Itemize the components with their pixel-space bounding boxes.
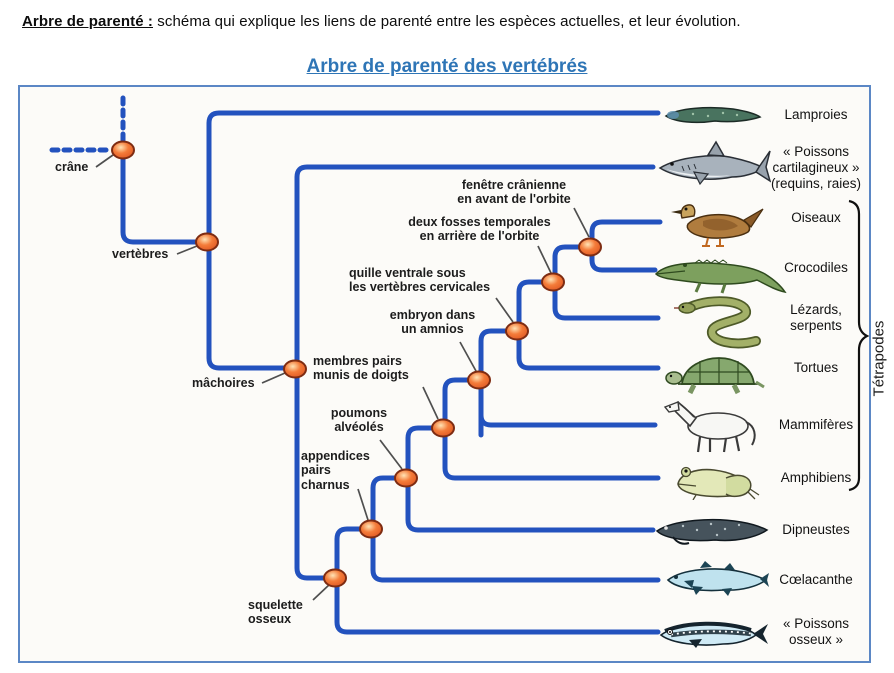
species-label-poissons-cartilagineux: « Poissons cartilagineux » (requins, rai… — [770, 144, 862, 192]
innovation-label-membres-pairs: membres pairs munis de doigts — [313, 354, 409, 383]
innovation-label-fenetre-cranienne: fenêtre crânienne en avant de l'orbite — [457, 178, 571, 207]
innovation-label-squelette-osseux: squelette osseux — [248, 598, 303, 627]
bonyfish-image — [659, 621, 768, 648]
species-label-dipneustes: Dipneustes — [782, 522, 850, 537]
snake-image — [674, 296, 761, 349]
innovation-label-appendices-pairs: appendices pairs charnus — [301, 449, 370, 492]
innovation-label-vertebres: vertèbres — [112, 247, 169, 261]
lamprey-image — [664, 106, 762, 124]
shark-image — [658, 140, 771, 186]
species-label-lamproies: Lamproies — [784, 107, 848, 122]
frog-image — [677, 466, 760, 500]
species-label-amphibiens: Amphibiens — [780, 470, 852, 485]
species-label-crocodiles: Crocodiles — [784, 260, 848, 275]
species-label-oiseaux: Oiseaux — [791, 210, 841, 225]
species-label-coelacanthe: Cœlacanthe — [779, 572, 853, 587]
innovation-label-machoires: mâchoires — [192, 376, 255, 390]
innovation-label-deux-fosses: deux fosses temporales en arrière de l'o… — [408, 215, 551, 244]
horse-image — [663, 400, 756, 453]
innovation-label-poumons-alveoles: poumons alvéolés — [330, 406, 388, 435]
crocodile-image — [654, 259, 787, 294]
definition-term: Arbre de parenté : — [22, 13, 153, 30]
innovation-label-embryon-amnios: embryon dans un amnios — [389, 308, 476, 337]
definition-line: Arbre de parenté : schéma qui explique l… — [22, 13, 882, 30]
species-label-lezards-serpents: Lézards, serpents — [790, 302, 842, 334]
innovation-label-quille-ventrale: quille ventrale sous les vertèbres cervi… — [349, 266, 491, 295]
species-label-mammiferes: Mammifères — [778, 417, 854, 432]
bird-image — [671, 204, 764, 247]
diagram-title: Arbre de parenté des vertébrés — [306, 56, 588, 77]
species-label-poissons-osseux: « Poissons osseux » — [782, 616, 850, 648]
species-label-tortues: Tortues — [793, 360, 839, 375]
coelacanth-image — [666, 561, 769, 596]
tetrapodes-group-label: Tétrapodes — [870, 320, 888, 397]
lungfish-image — [655, 518, 769, 545]
innovation-label-crane: crâne — [55, 160, 89, 174]
definition-text: schéma qui explique les liens de parenté… — [157, 13, 741, 30]
turtle-image — [665, 357, 765, 395]
